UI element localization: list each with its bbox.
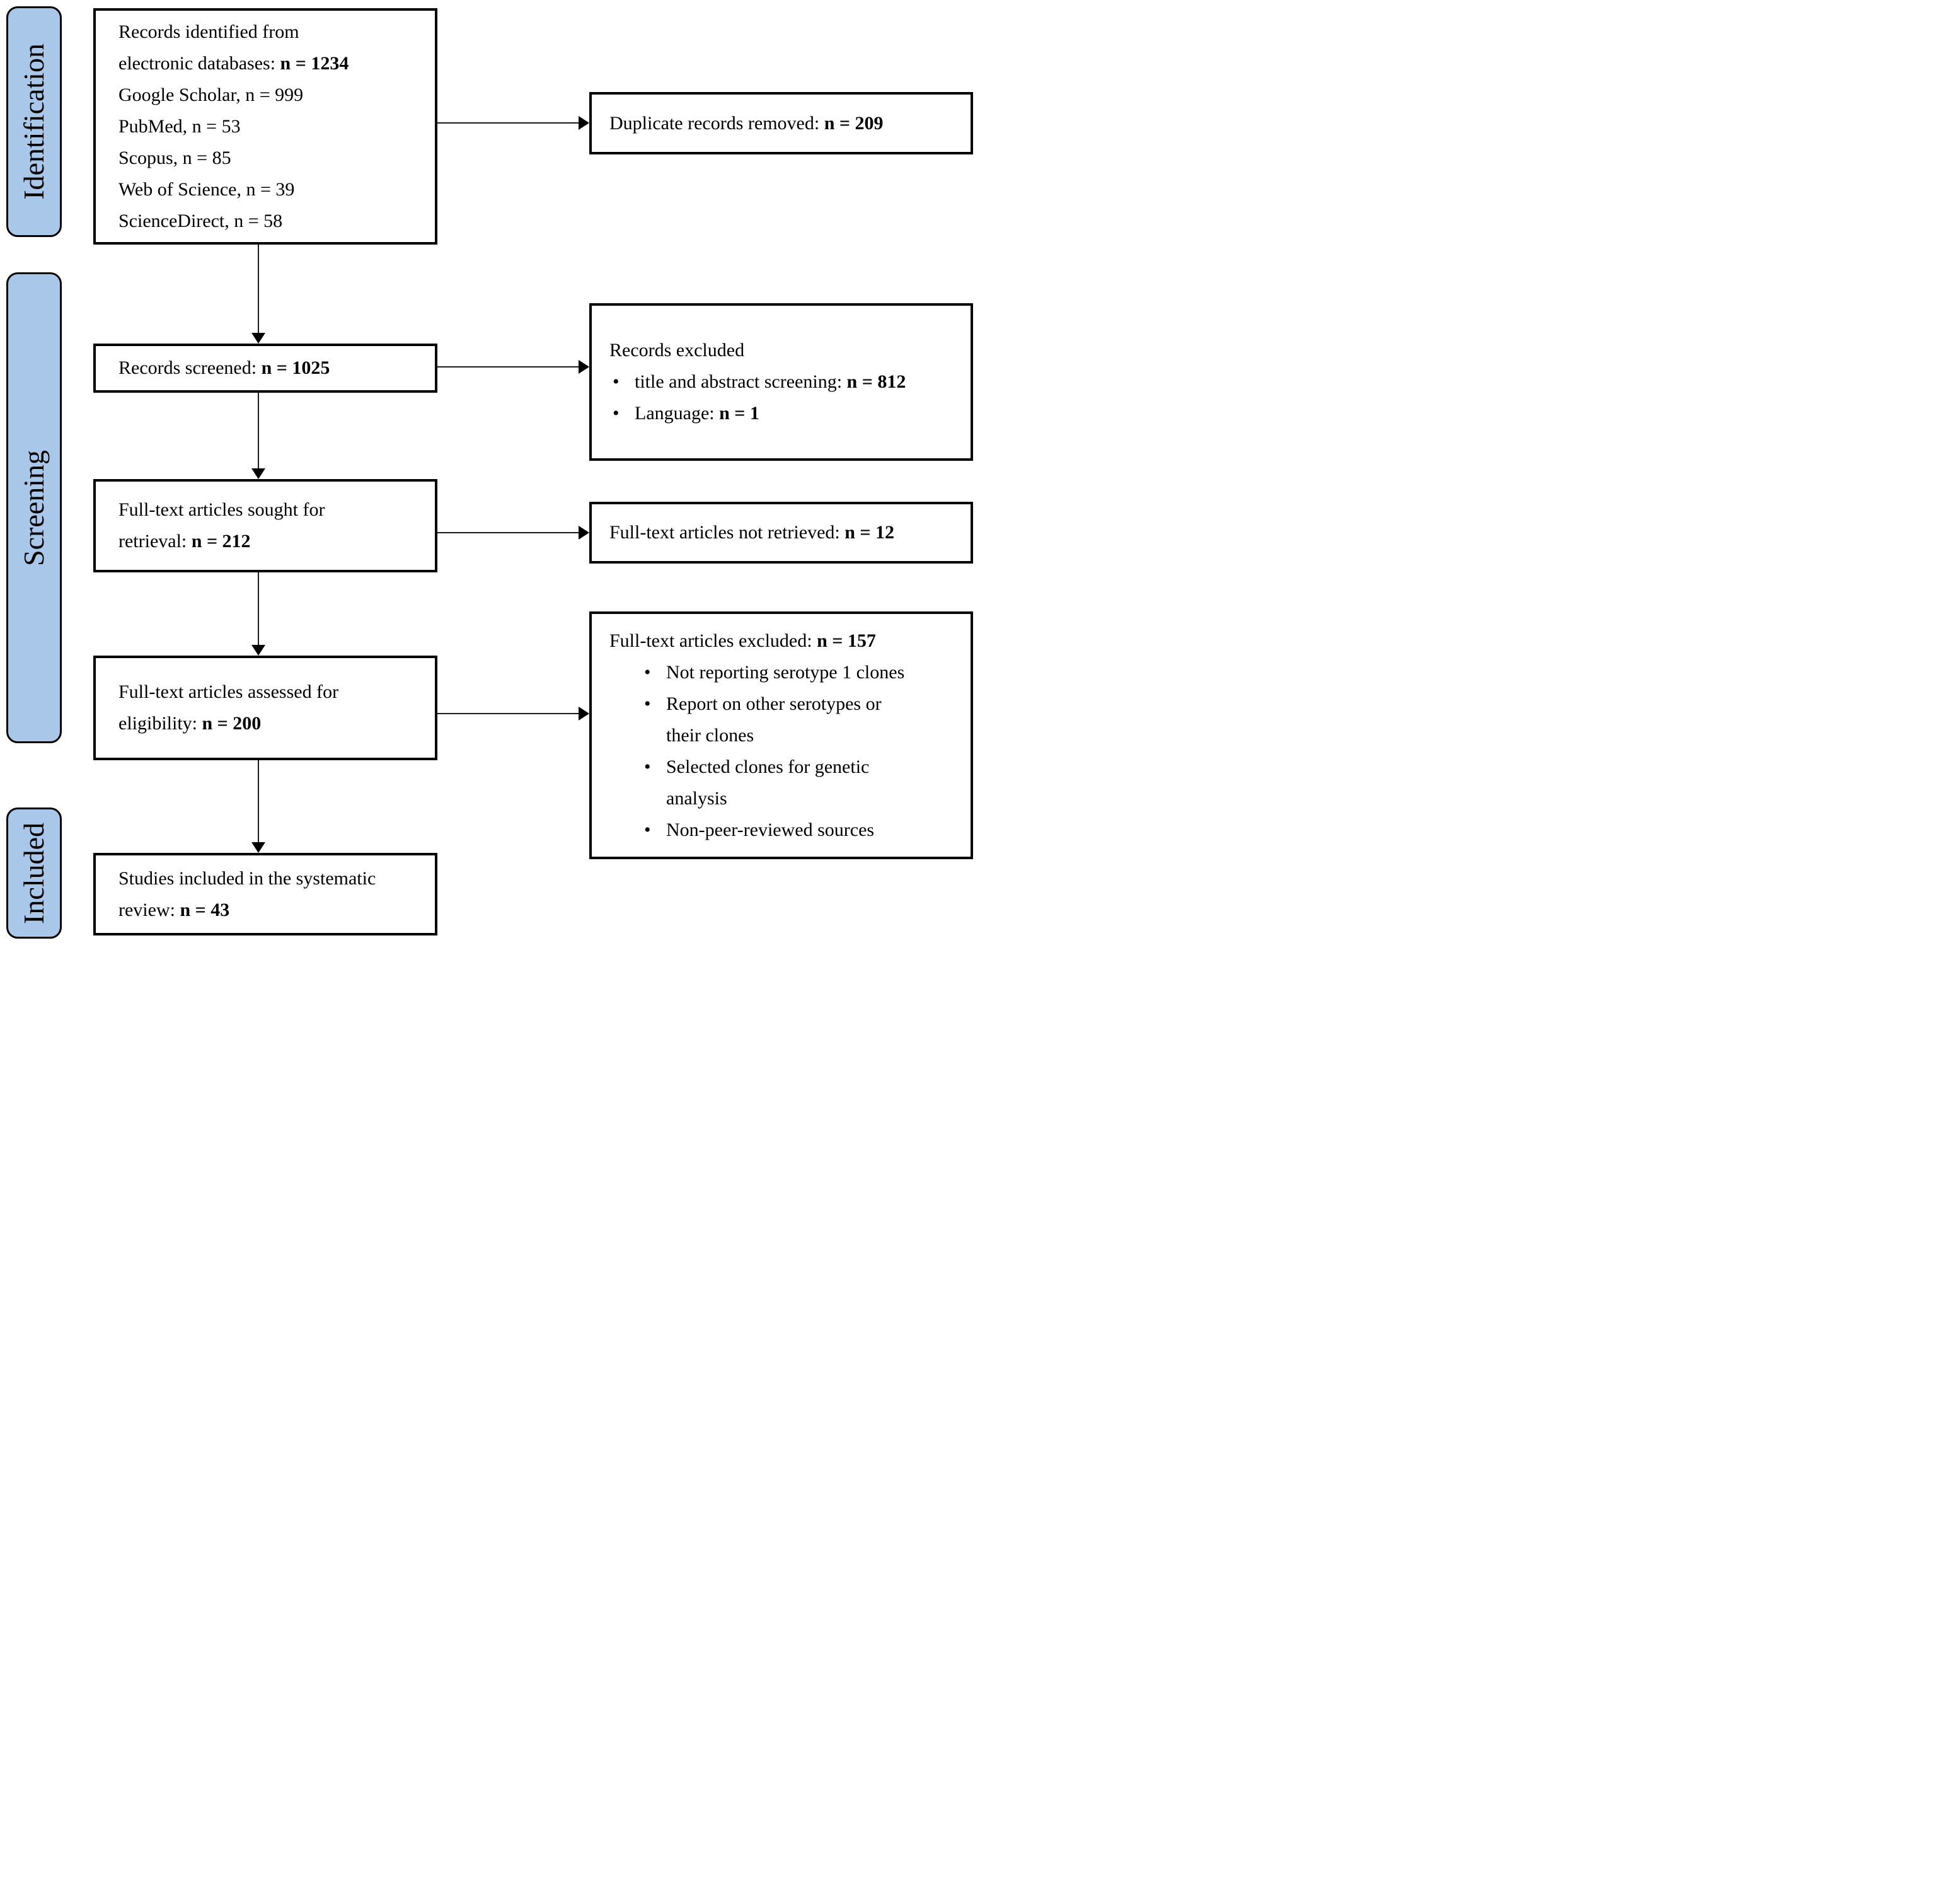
bullet-icon: •	[644, 693, 651, 714]
stage-bar-included: Included	[6, 808, 62, 939]
studies-included-line2: review: n = 43	[118, 899, 230, 920]
box-records-screened: Records screened: n = 1025	[93, 344, 437, 393]
bullet-icon: •	[644, 819, 651, 840]
arrow-down-icon	[251, 645, 265, 656]
arrow-shaft	[258, 391, 259, 472]
arrow-down-icon	[251, 842, 265, 853]
stage-label-screening: Screening	[18, 449, 50, 566]
arrow-identified-to-screened	[251, 245, 265, 344]
arrow-right-icon	[579, 526, 589, 540]
arrow-screened-to-excluded	[437, 360, 589, 374]
arrow-shaft	[258, 245, 259, 336]
records-identified-line2: electronic databases: n = 1234	[118, 52, 349, 74]
records-identified-line1: Records identified from	[118, 21, 299, 42]
bullet-icon: •	[644, 756, 651, 777]
arrow-right-icon	[579, 116, 589, 130]
fulltext-excluded-bullet-1: • Not reporting serotype 1 clones	[644, 657, 964, 688]
box-duplicates-removed: Duplicate records removed: n = 209	[589, 92, 973, 154]
fulltext-sought-line1: Full-text articles sought for	[118, 499, 325, 520]
prisma-flow-diagram: Identification Screening Included Record…	[0, 0, 980, 947]
box-records-excluded: Records excluded • title and abstract sc…	[589, 303, 973, 461]
records-identified-source1: Google Scholar, n = 999	[118, 84, 304, 105]
records-screened-text: Records screened: n = 1025	[118, 357, 330, 378]
records-excluded-bullet-1: • title and abstract screening: n = 812	[609, 366, 964, 398]
records-identified-source3: Scopus, n = 85	[118, 147, 231, 168]
studies-included-line1: Studies included in the systematic	[118, 867, 376, 889]
arrow-assessed-to-included	[251, 760, 265, 853]
box-fulltext-excluded: Full-text articles excluded: n = 157 • N…	[589, 611, 973, 859]
bullet-icon: •	[613, 403, 620, 424]
records-identified-source4: Web of Science, n = 39	[118, 178, 295, 200]
records-excluded-title: Records excluded	[609, 340, 745, 361]
records-excluded-bullet-2: • Language: n = 1	[609, 398, 964, 429]
arrow-identified-to-duplicates	[437, 116, 589, 130]
stage-label-identification: Identification	[18, 43, 50, 200]
arrow-screened-to-sought	[251, 391, 265, 479]
fulltext-excluded-bullet-4: • Non-peer-reviewed sources	[644, 814, 964, 846]
arrow-shaft	[258, 572, 259, 648]
duplicates-removed-text: Duplicate records removed: n = 209	[609, 112, 884, 134]
fulltext-sought-line2: retrieval: n = 212	[118, 531, 251, 552]
stage-bar-screening: Screening	[6, 272, 62, 743]
stage-bar-identification: Identification	[6, 6, 62, 237]
arrow-sought-to-assessed	[251, 572, 265, 656]
arrow-right-icon	[579, 360, 589, 374]
arrow-shaft	[437, 532, 582, 533]
records-identified-source5: ScienceDirect, n = 58	[118, 210, 283, 231]
bullet-icon: •	[644, 661, 651, 683]
stage-label-included: Included	[18, 822, 50, 924]
arrow-down-icon	[251, 468, 265, 479]
arrow-right-icon	[579, 707, 589, 721]
arrow-shaft	[437, 713, 582, 714]
arrow-shaft	[437, 366, 582, 368]
box-studies-included: Studies included in the systematic revie…	[93, 853, 437, 935]
fulltext-not-retrieved-text: Full-text articles not retrieved: n = 12	[609, 522, 894, 543]
bullet-icon: •	[613, 371, 620, 392]
records-identified-source2: PubMed, n = 53	[118, 115, 241, 137]
fulltext-assessed-line2: eligibility: n = 200	[118, 713, 262, 734]
box-fulltext-sought: Full-text articles sought for retrieval:…	[93, 479, 437, 572]
arrow-shaft	[437, 122, 582, 124]
box-fulltext-not-retrieved: Full-text articles not retrieved: n = 12	[589, 502, 973, 564]
fulltext-excluded-title: Full-text articles excluded: n = 157	[609, 630, 876, 651]
arrow-assessed-to-ft-excluded	[437, 707, 589, 721]
arrow-down-icon	[251, 333, 265, 344]
arrow-sought-to-not-retrieved	[437, 526, 589, 540]
box-records-identified: Records identified from electronic datab…	[93, 8, 437, 245]
fulltext-assessed-line1: Full-text articles assessed for	[118, 681, 339, 702]
arrow-shaft	[258, 760, 259, 845]
box-fulltext-assessed: Full-text articles assessed for eligibil…	[93, 656, 437, 760]
